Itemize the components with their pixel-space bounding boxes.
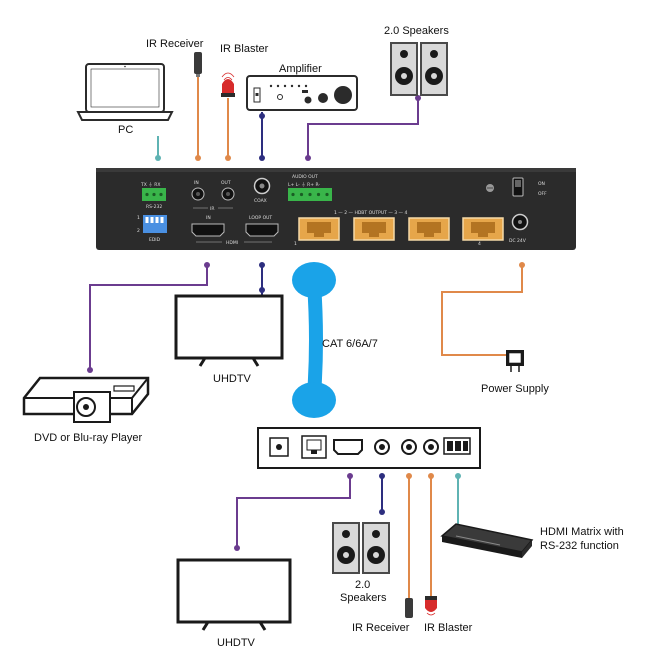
- ir-out-jack[interactable]: [221, 187, 235, 201]
- ir-receiver-icon: [194, 52, 202, 77]
- power-adapter-icon: [506, 350, 524, 372]
- hdbt-output-label: 1 — 2 — HDBT OUTPUT — 3 — 4: [334, 210, 407, 216]
- cat-cable-label: CAT 6/6A/7: [322, 338, 378, 350]
- audio-out-terminal[interactable]: [288, 188, 332, 201]
- wire-uhdtv-bottom: [236, 476, 351, 548]
- audio-out-label: AUDIO OUT: [292, 174, 318, 180]
- dvd-label: DVD or Blu-ray Player: [34, 432, 143, 444]
- receiver-ir-out-jack[interactable]: [423, 439, 439, 455]
- ir-in-label: IN: [194, 180, 199, 186]
- rs232-port[interactable]: [142, 188, 166, 201]
- ir-receiver-top-label: IR Receiver: [146, 38, 204, 50]
- hdmi-matrix-icon: [440, 523, 534, 558]
- ir-receiver-bottom-label: IR Receiver: [352, 622, 410, 634]
- audio-pins-label: L+ L- ⏚ R+ R-: [288, 181, 320, 188]
- hdbt-port-4[interactable]: [462, 217, 504, 241]
- speakers-bottom-label-2: Speakers: [340, 592, 387, 604]
- coax-port[interactable]: [253, 177, 271, 195]
- ir-label: IR: [210, 206, 214, 212]
- receiver-rs232-port[interactable]: [443, 437, 471, 455]
- receiver-rj45-port[interactable]: [301, 435, 327, 459]
- uhdtv-top-label: UHDTV: [213, 373, 252, 385]
- receiver-ir-in-jack[interactable]: [401, 439, 417, 455]
- hdbt-port-4-label: 4: [478, 241, 481, 247]
- dc-label: DC 24V: [509, 238, 527, 244]
- rs232-label: RS-232: [146, 204, 162, 210]
- speaker-icon: [390, 42, 448, 96]
- hdmi-loop-label: LOOP OUT: [249, 215, 272, 221]
- ground-screw-icon: [486, 184, 494, 192]
- ir-receiver-icon: [405, 598, 413, 618]
- ir-blaster-icon: [425, 596, 437, 616]
- edid-dip-switch[interactable]: [143, 215, 167, 233]
- power-on-label: ON: [538, 181, 545, 187]
- hdmi-in-label: IN: [206, 215, 211, 221]
- wires: [87, 76, 525, 600]
- coax-label: COAX: [254, 198, 267, 204]
- hdbt-port-1[interactable]: [298, 217, 340, 241]
- hdbt-port-2[interactable]: [353, 217, 395, 241]
- receiver-audio-jack[interactable]: [374, 439, 390, 455]
- dc-power-jack[interactable]: [511, 213, 529, 231]
- tv-icon: [174, 294, 284, 367]
- edid-2-label: 2: [137, 228, 140, 234]
- transmitter-device: TX ⏚ RX RS-232 1 2 EDID IN OUT: [96, 168, 576, 250]
- amplifier-label: Amplifier: [279, 63, 322, 75]
- receiver-dc-jack[interactable]: [269, 437, 289, 457]
- pc-label: PC: [118, 124, 133, 136]
- dvd-player-icon: [22, 376, 150, 423]
- hdbt-port-3[interactable]: [408, 217, 450, 241]
- cat-cable: [292, 262, 336, 418]
- wire-speakers-top: [307, 96, 419, 158]
- ir-out-label: OUT: [221, 180, 231, 186]
- hdbt-port-1-label: 1: [294, 241, 297, 247]
- tv-icon: [176, 558, 292, 631]
- wire-dvd: [89, 263, 208, 370]
- power-switch[interactable]: [512, 177, 524, 197]
- laptop-icon: [76, 63, 174, 121]
- edid-label: EDID: [149, 237, 161, 243]
- ir-blaster-bottom-label: IR Blaster: [424, 622, 473, 634]
- rs232-pins-label: TX ⏚ RX: [140, 181, 160, 188]
- ir-blaster-icon: [221, 72, 235, 97]
- receiver-hdmi-port[interactable]: [333, 439, 363, 455]
- hdmi-loop-out-port[interactable]: [245, 223, 279, 237]
- speaker-icon: [332, 522, 390, 574]
- speakers-bottom-label-1: 2.0: [355, 579, 370, 591]
- edid-1-label: 1: [137, 215, 140, 221]
- amplifier-icon: [246, 75, 358, 111]
- receiver-device: [257, 427, 481, 469]
- power-supply-label: Power Supply: [481, 383, 549, 395]
- hdmi-label: HDMI: [226, 240, 238, 246]
- hdmi-in-port[interactable]: [191, 223, 225, 237]
- wire-power: [441, 263, 523, 362]
- ir-blaster-top-label: IR Blaster: [220, 43, 269, 55]
- power-off-label: OFF: [538, 191, 547, 197]
- matrix-label-2: RS-232 function: [540, 540, 619, 552]
- uhdtv-bottom-label: UHDTV: [217, 637, 256, 649]
- ir-in-jack[interactable]: [191, 187, 205, 201]
- speakers-top-label: 2.0 Speakers: [384, 25, 449, 37]
- matrix-label-1: HDMI Matrix with: [540, 526, 624, 538]
